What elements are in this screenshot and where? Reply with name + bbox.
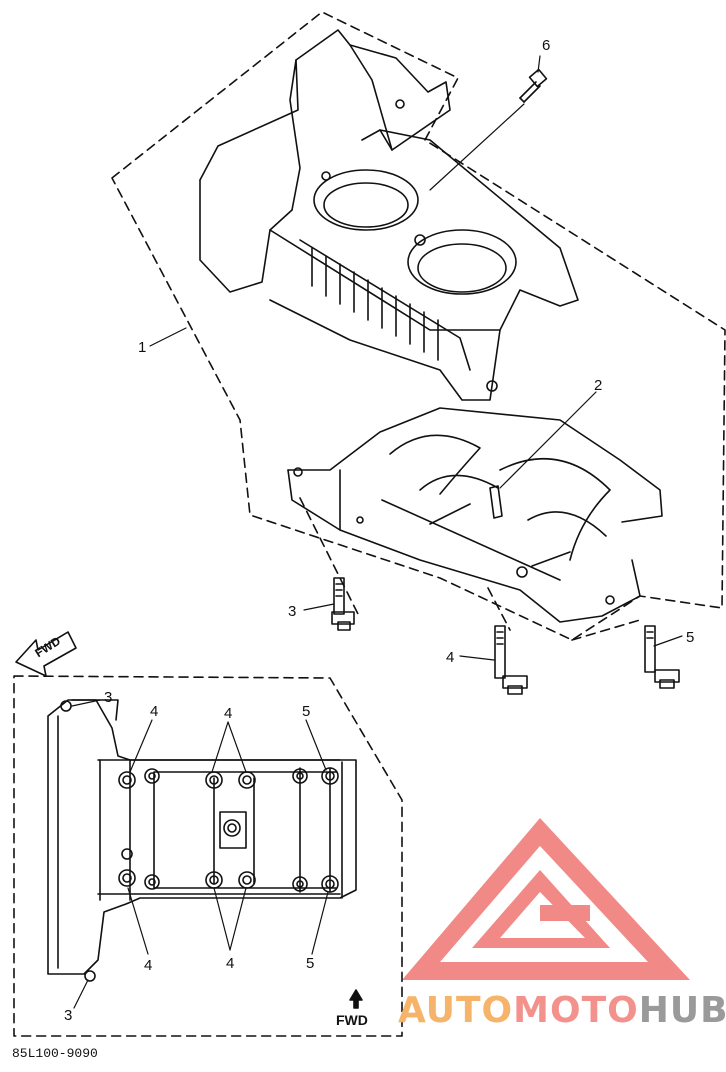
leader-lines <box>149 55 683 661</box>
callout-4: 4 <box>446 649 455 666</box>
upper-case-dashed-outline <box>111 11 726 641</box>
bolt-5 <box>644 625 680 689</box>
brand-part-auto: AUTO <box>398 990 514 1031</box>
bottom-callout-5-top: 5 <box>302 703 311 720</box>
bolt-6 <box>519 68 548 103</box>
bottom-callout-3-top: 3 <box>104 689 113 706</box>
callout-2: 2 <box>594 377 603 394</box>
fwd-arrow-bottom <box>349 989 363 1009</box>
upper-crankcase <box>199 29 579 401</box>
callout-3: 3 <box>288 603 297 620</box>
bottom-view <box>47 699 357 982</box>
automotohub-logo <box>402 818 690 980</box>
lower-case-dashed-outline <box>299 497 641 641</box>
fwd-label-bottom: FWD <box>336 1012 368 1028</box>
brand-part-hub: HUB <box>638 990 726 1031</box>
bottom-callout-4-center-bottom: 4 <box>226 955 235 972</box>
bottom-callout-4-left-bottom: 4 <box>144 957 153 974</box>
brand-wordmark: AUTOMOTOHUB <box>398 990 726 1031</box>
callout-1: 1 <box>138 339 147 356</box>
fwd-arrow-top <box>15 631 77 677</box>
brand-part-moto: MOTO <box>513 990 639 1031</box>
callout-5: 5 <box>686 629 695 646</box>
bottom-view-outline <box>13 675 403 1037</box>
bolt-4 <box>494 625 528 695</box>
diagram-code: 85L100-9090 <box>12 1046 98 1061</box>
bottom-callout-4-center-top: 4 <box>224 705 233 722</box>
lower-crankcase <box>287 407 663 623</box>
bottom-callout-3-bottom: 3 <box>64 1007 73 1024</box>
callout-6: 6 <box>542 37 551 54</box>
bottom-callout-5-bottom: 5 <box>306 955 315 972</box>
dowel-pin <box>489 485 503 519</box>
bottom-leader-lines <box>71 699 329 1009</box>
bottom-callout-4-left-top: 4 <box>150 703 159 720</box>
bolt-3 <box>331 577 355 631</box>
